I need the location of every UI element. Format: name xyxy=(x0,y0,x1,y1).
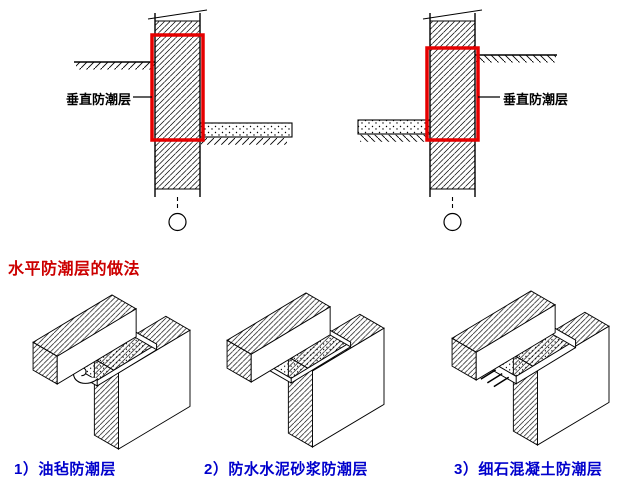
wall-hatch xyxy=(155,21,200,189)
section-heading: 水平防潮层的做法 xyxy=(8,261,141,278)
outdoor-ground-left xyxy=(74,61,155,70)
soil-hatch-band xyxy=(476,55,556,63)
break-line xyxy=(147,9,208,20)
wall-section-right xyxy=(357,9,557,232)
section-marker-circle xyxy=(168,212,187,232)
beam-front-face xyxy=(475,304,556,381)
vertical-dpc-label-left: 垂直防潮层 xyxy=(66,92,132,107)
wall-section-left xyxy=(74,9,293,232)
beam-front-face xyxy=(56,308,137,385)
vertical-dpc-highlight-box xyxy=(425,46,480,142)
wall-hatch xyxy=(430,21,475,189)
item-label-concrete-dpc: 3）细石混凝土防潮层 xyxy=(454,461,603,478)
indoor-floor-right xyxy=(199,122,293,145)
floor-slab xyxy=(357,119,431,135)
beam-front-face xyxy=(250,306,331,383)
wall-right xyxy=(422,9,483,197)
isometric-felt-dpc xyxy=(32,294,191,450)
vertical-dpc-highlight-box xyxy=(150,33,205,142)
break-line xyxy=(422,9,483,20)
floor-slab xyxy=(199,122,293,138)
isometric-concrete-dpc xyxy=(451,290,610,446)
section-marker-circle xyxy=(443,212,462,232)
rebar-lines xyxy=(480,369,510,388)
vertical-dpc-label-right: 垂直防潮层 xyxy=(503,92,569,107)
soil-hatch-band xyxy=(201,137,287,145)
upper-wall-beam xyxy=(32,294,138,385)
isometric-mortar-dpc xyxy=(226,292,385,448)
soil-hatch-band xyxy=(360,134,428,142)
item-label-mortar-dpc: 2）防水水泥砂浆防潮层 xyxy=(204,461,368,478)
lower-wall-front-face xyxy=(312,327,385,448)
lower-wall-front-face xyxy=(118,329,191,450)
item-label-felt-dpc: 1）油毡防潮层 xyxy=(14,461,116,478)
soil-hatch-band xyxy=(76,62,155,70)
upper-wall-beam xyxy=(226,292,332,383)
section-marker xyxy=(168,197,187,232)
outdoor-ground-right xyxy=(475,54,557,63)
wall-left xyxy=(147,9,208,197)
upper-wall-beam xyxy=(451,290,557,381)
dpc-layer xyxy=(480,325,577,388)
dpc-layer xyxy=(72,329,158,387)
section-marker xyxy=(443,197,462,232)
lower-wall-front-face xyxy=(537,325,610,446)
indoor-floor-left xyxy=(357,119,431,142)
